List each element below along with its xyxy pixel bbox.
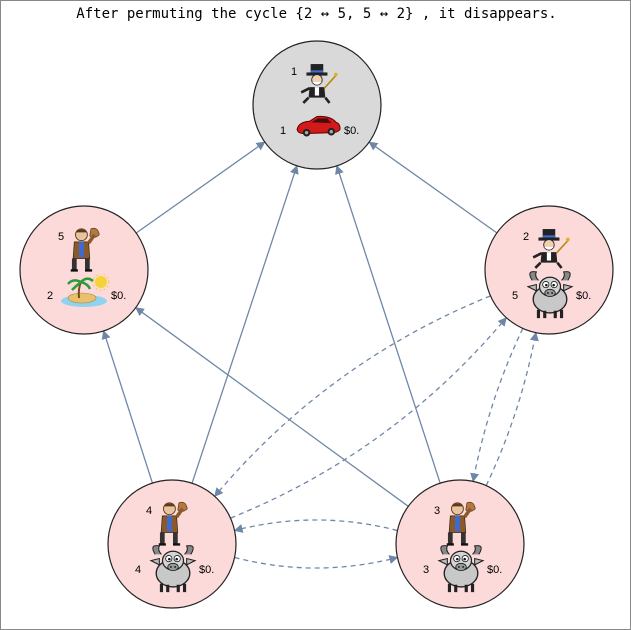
dashed-edge-n3-to-n4 (233, 519, 398, 533)
person-number: 3 (434, 505, 440, 517)
solid-edge-n3-to-n5 (134, 307, 409, 507)
solid-edge-n5-to-n1 (135, 141, 266, 234)
item-price: $0. (199, 564, 214, 576)
node-n5: 5 2 $0. (19, 205, 149, 335)
node-circle (395, 479, 525, 609)
dashed-edge-n2-to-n3 (470, 328, 524, 483)
solid-edge-n4-to-n5 (101, 330, 154, 484)
node-circle (19, 205, 149, 335)
person-number: 4 (146, 505, 152, 517)
solid-edge-n2-to-n1 (368, 141, 498, 234)
node-n1: 1 1 $0. (252, 40, 382, 170)
dashed-edge-n4-to-n2 (230, 316, 507, 519)
item-number: 5 (512, 290, 518, 302)
node-n3: 3 3 $0. (395, 479, 525, 609)
dashed-edge-n3-to-n2 (485, 331, 539, 486)
item-number: 3 (423, 564, 429, 576)
person-number: 1 (291, 66, 297, 78)
dashed-edge-n4-to-n3 (234, 555, 399, 569)
solid-edge-n4-to-n1 (191, 164, 299, 484)
diagram-caption: After permuting the cycle {2 ↔ 5, 5 ↔ 2}… (76, 6, 557, 22)
node-n2: 2 5 $0. (484, 205, 614, 335)
node-circle (107, 479, 237, 609)
node-circle (252, 40, 382, 170)
item-price: $0. (111, 290, 126, 302)
dashed-edge-n2-to-n4 (214, 295, 491, 498)
nodes-layer: 1 1 $0. 5 2 $0. 2 5 $0. 4 4 $0. 3 3 $0. (19, 40, 614, 609)
item-price: $0. (576, 290, 591, 302)
item-number: 1 (280, 125, 286, 137)
item-price: $0. (344, 125, 359, 137)
solid-edge-n3-to-n1 (335, 164, 441, 484)
node-n4: 4 4 $0. (107, 479, 237, 609)
person-number: 5 (58, 231, 64, 243)
item-number: 2 (47, 290, 53, 302)
node-circle (484, 205, 614, 335)
edges-layer (101, 141, 539, 569)
item-price: $0. (487, 564, 502, 576)
item-number: 4 (135, 564, 141, 576)
person-number: 2 (523, 231, 529, 243)
